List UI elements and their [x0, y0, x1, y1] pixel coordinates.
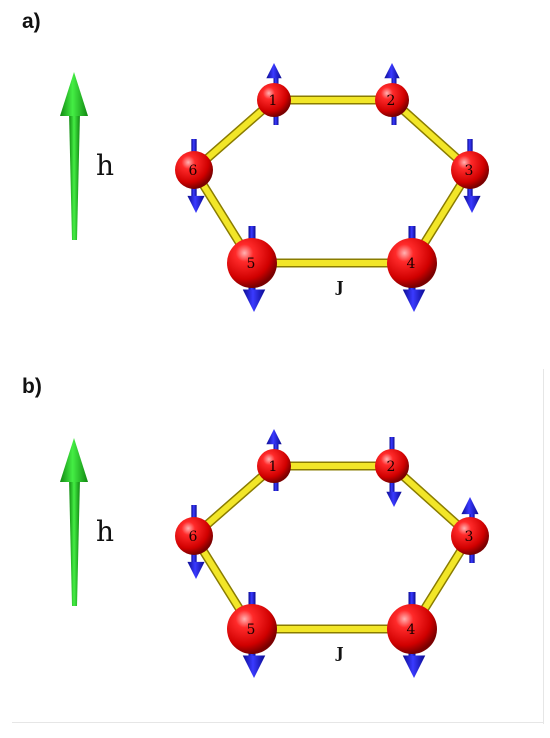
site-label: 2 [387, 93, 396, 109]
site-label: 1 [269, 93, 278, 109]
site-5: 5 [227, 226, 277, 312]
frame-border-bottom [12, 722, 544, 723]
site-3: 3 [451, 139, 489, 213]
atom [175, 151, 213, 189]
site-2: 2 [375, 63, 409, 125]
spin-ring-diagram: hJ 1 2 3 4 5 6 [60, 63, 489, 312]
field-label: h [96, 515, 114, 548]
spin-head [402, 289, 426, 312]
spin-head [386, 491, 402, 507]
site-label: 5 [247, 622, 256, 638]
bonds [189, 461, 475, 634]
atom [175, 517, 213, 555]
site-5: 5 [227, 592, 277, 678]
spin-head [463, 195, 481, 213]
coupling-label: J [334, 278, 343, 296]
atom [387, 604, 437, 654]
site-label: 1 [269, 459, 278, 475]
atom [375, 83, 409, 117]
atom [375, 449, 409, 483]
site-label: 5 [247, 256, 256, 272]
atom [227, 604, 277, 654]
spin-head [266, 429, 282, 445]
spin-head [187, 195, 205, 213]
field-label: h [96, 149, 114, 182]
frame-border-right [543, 369, 544, 724]
spin-head [402, 655, 426, 678]
site-4: 4 [387, 226, 437, 312]
atom [257, 449, 291, 483]
spin-head [461, 497, 479, 515]
site-3: 3 [451, 497, 489, 563]
spin-head [384, 63, 400, 79]
spin-head [187, 561, 205, 579]
atom [387, 238, 437, 288]
spin-ring-diagram: hJ 1 2 3 4 5 6 [60, 429, 489, 678]
field-arrow [60, 72, 88, 240]
spin-head [242, 289, 266, 312]
site-label: 6 [189, 163, 198, 179]
spin-head [242, 655, 266, 678]
site-label: 4 [407, 622, 416, 638]
field-arrow [60, 438, 88, 606]
atom [257, 83, 291, 117]
atom [451, 517, 489, 555]
spin-head [266, 63, 282, 79]
site-label: 6 [189, 529, 198, 545]
site-label: 3 [465, 529, 474, 545]
site-label: 4 [407, 256, 416, 272]
atom [227, 238, 277, 288]
panel-label: a) [22, 10, 41, 33]
site-1: 1 [257, 429, 291, 491]
atom [451, 151, 489, 189]
site-1: 1 [257, 63, 291, 125]
site-label: 2 [387, 459, 396, 475]
coupling-label: J [334, 644, 343, 662]
site-6: 6 [175, 139, 213, 213]
site-4: 4 [387, 592, 437, 678]
bonds [189, 95, 475, 268]
site-6: 6 [175, 505, 213, 579]
panel-label: b) [22, 375, 42, 398]
site-label: 3 [465, 163, 474, 179]
site-2: 2 [375, 437, 409, 507]
